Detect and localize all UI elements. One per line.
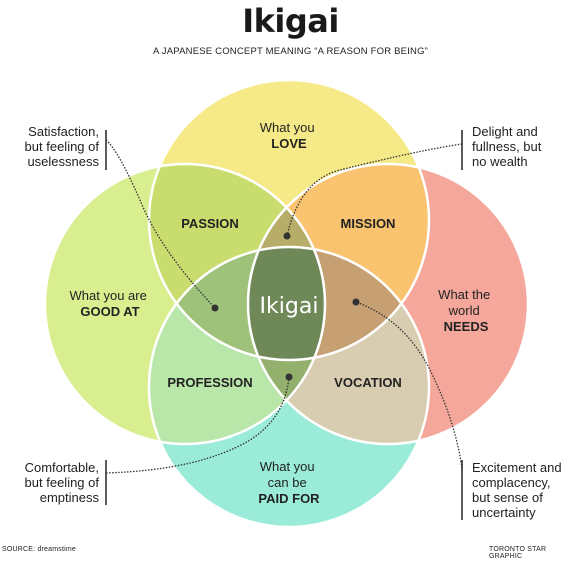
page-title: Ikigai <box>242 2 339 40</box>
source-credit: SOURCE: dreamstime <box>2 546 77 553</box>
ikigai-center-label: Ikigai <box>260 294 319 319</box>
paid-for-label: What you can be PAID FOR <box>258 459 320 506</box>
annotation-top-right: Delight and fullness, but no wealth <box>472 124 542 169</box>
passion-label: PASSION <box>181 216 239 231</box>
leader-lines <box>105 139 463 474</box>
mission-label: MISSION <box>341 216 396 231</box>
vocation-label: VOCATION <box>334 375 402 390</box>
leader-dots <box>211 232 360 381</box>
circle-outlines <box>43 78 530 529</box>
annotation-top-left: Satisfaction, but feeling of uselessness <box>24 124 99 169</box>
graphic-credit: TORONTO STAR GRAPHIC <box>489 546 547 560</box>
annotation-bottom-left: Comfortable, but feeling of emptiness <box>24 460 99 505</box>
annotation-bottom-right: Excitement and complacency, but sense of… <box>472 460 562 520</box>
overlap-love-good-paid <box>149 247 325 360</box>
needs-label: What the world NEEDS <box>438 287 494 334</box>
love-label: What you LOVE <box>260 120 319 151</box>
good-at-label: What you are GOOD AT <box>70 288 151 319</box>
annotation-brackets <box>105 130 463 520</box>
overlap-love-needs-paid <box>248 247 429 360</box>
profession-label: PROFESSION <box>167 375 252 390</box>
page-subtitle: A JAPANESE CONCEPT MEANING “A REASON FOR… <box>152 46 429 57</box>
